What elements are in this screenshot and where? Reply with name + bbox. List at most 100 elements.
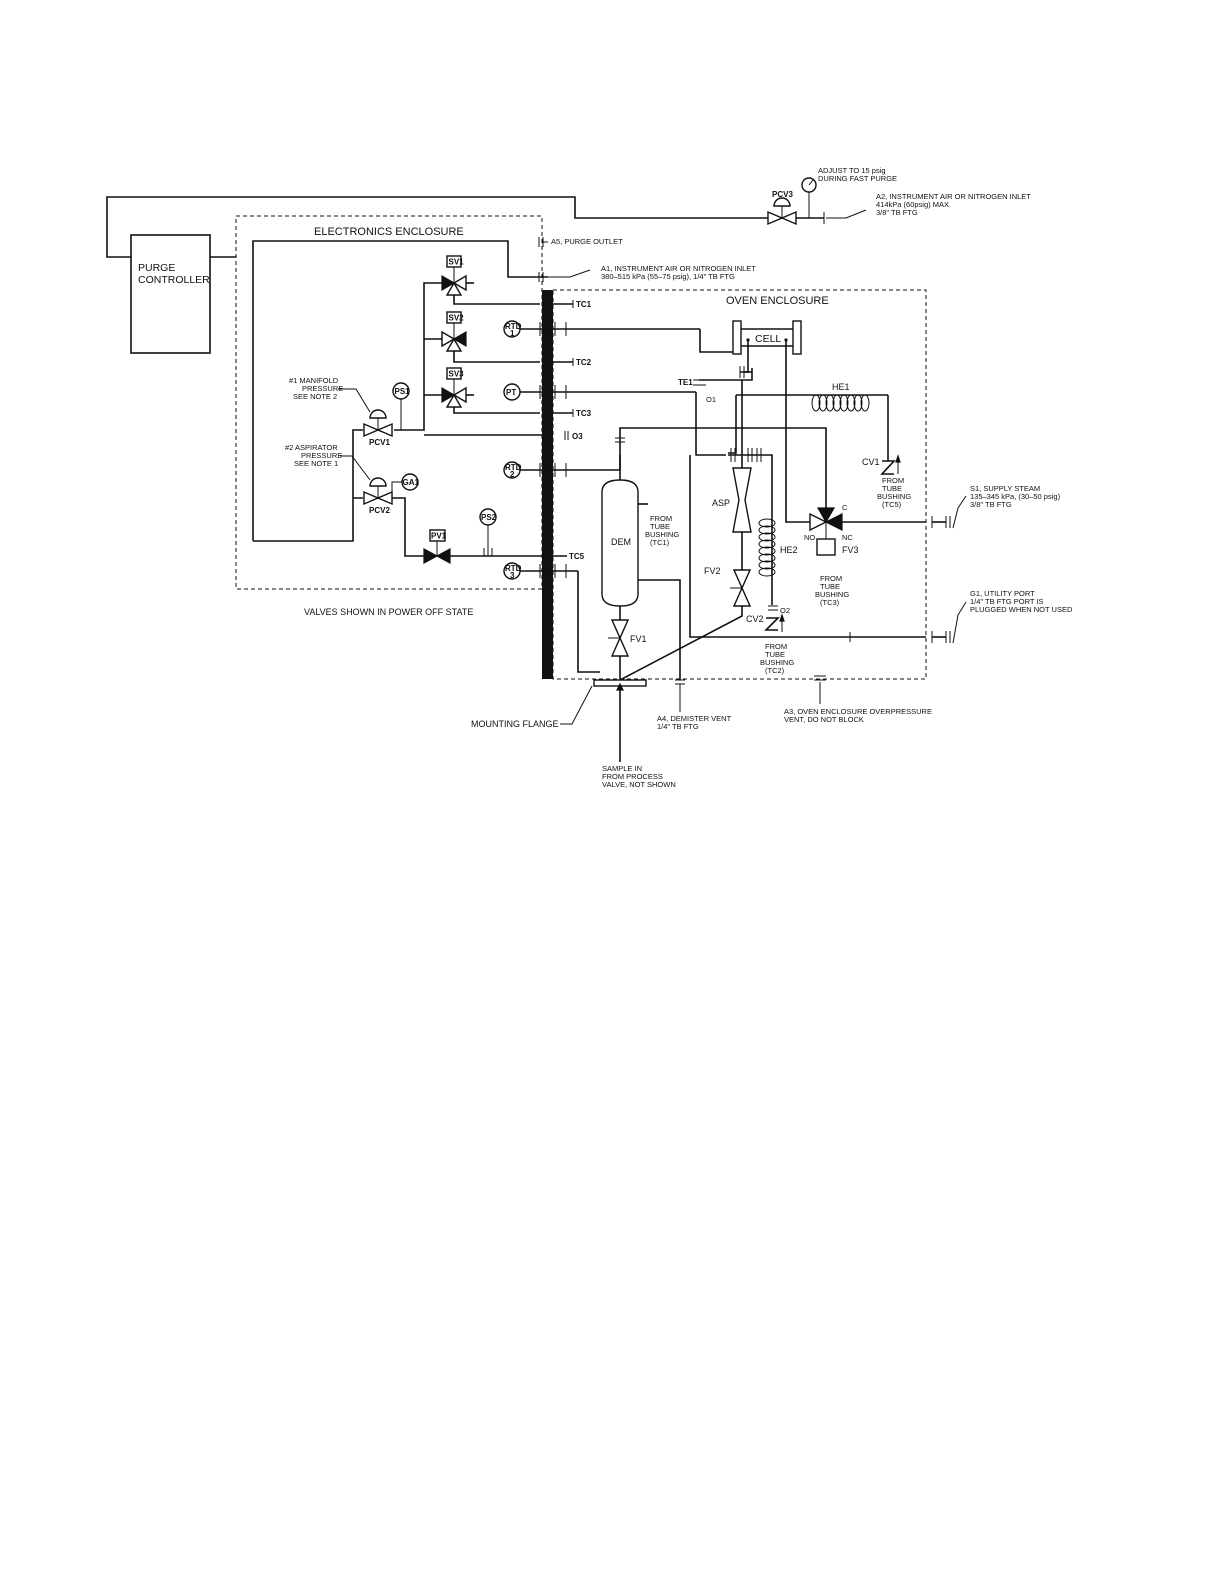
aspirator-note-2: PRESSURE [301,451,342,460]
pcv2-supply-line [253,497,363,542]
ga1-gauge: GA1 [391,473,420,498]
cv2-valve: O2 CV2 FROM TUBE BUSHING (TC2) [746,605,794,675]
flange-leader [560,685,593,725]
asp-outlet [764,454,773,605]
s1-label-1: S1, SUPPLY STEAM [970,484,1040,493]
fv3-nc: NC [842,533,853,542]
dem-from: FROM [650,514,672,523]
g1-label-1: G1, UTILITY PORT [970,589,1035,598]
purge-controller-label-1: PURGE [138,262,175,274]
a4-vent [675,679,685,712]
fv3-from: FROM [820,574,842,583]
g1-label-3: PLUGGED WHEN NOT USED [970,605,1073,614]
aspirator-note-1: #2 ASPIRATOR [285,443,338,452]
a5-label: A5, PURGE OUTLET [551,237,623,246]
rtd1-num: 1 [510,329,515,338]
manifold-note-2: PRESSURE [302,384,343,393]
fv2-valve: FV2 [619,566,752,681]
fv3-bushing: BUSHING [815,590,849,599]
fv3-valve: NO NC C FV3 FROM TUBE BUSHING (TC3) [804,503,859,607]
fv1-tag: FV1 [630,634,647,644]
dem-tube: TUBE [650,522,670,531]
electronics-enclosure-title: ELECTRONICS ENCLOSURE [314,226,464,238]
dem-tc1: (TC1) [650,538,670,547]
tc1-tag: TC1 [576,300,592,309]
g1-label-2: 1/4" TB FTG PORT IS [970,597,1044,606]
sv3-valve: SV3 [441,367,540,414]
a4-label-1: A4, DEMISTER VENT [657,714,732,723]
he2-coil: HE2 [758,518,798,577]
he1-tag: HE1 [832,382,850,392]
manifold-leader [338,388,371,413]
cv1-valve: CV1 FROM TUBE BUSHING (TC5) [862,454,911,509]
purge-controller-label-2: CONTROLLER [138,274,210,286]
purge-line [106,196,768,258]
he2-tag: HE2 [780,545,798,555]
s1-label-3: 3/8" TB FTG [970,500,1012,509]
fv3-top-loop [619,427,827,522]
he1-coil: HE1 [811,382,870,412]
sample-label-3: VALVE, NOT SHOWN [602,780,676,789]
sample-label-1: SAMPLE IN [602,764,642,773]
a1-fitting [538,272,544,282]
tc2-tag: TC2 [576,358,592,367]
fv3-tc3: (TC3) [820,598,840,607]
cell-tag: CELL [755,333,781,345]
oven-enclosure-title: OVEN ENCLOSURE [726,295,829,307]
a1-label-1: A1, INSTRUMENT AIR OR NITROGEN INLET [601,264,756,273]
ps1-switch: PS1 [392,382,410,430]
ga1-tag: GA1 [403,478,420,487]
mounting-flange [593,679,647,762]
cv2-tube: TUBE [765,650,785,659]
pi1-note-2: DURING FAST PURGE [818,174,897,183]
cv1-bushing: BUSHING [877,492,911,501]
rtd2-sensor: RTD 2 [503,461,620,479]
rtd3-tag: RTD [505,564,522,573]
pcv2-valve: PCV2 [363,477,393,515]
rtd3-line [577,571,600,673]
pcv1-valve: PCV1 [363,409,393,447]
o1-tag: O1 [706,395,716,404]
g1-line [689,455,850,638]
g1-fitting [931,601,967,644]
cv1-from: FROM [882,476,904,485]
bulkhead-wall [542,290,553,679]
purge-controller: PURGE CONTROLLER [130,234,211,354]
a1-leader [548,269,591,278]
a3-label-1: A3, OVEN ENCLOSURE OVERPRESSURE [784,707,932,716]
asp-upper [728,395,737,454]
a4-label-2: 1/4" TB FTG [657,722,699,731]
dem-bushing: BUSHING [645,530,679,539]
a1-label-2: 380–515 kPa (55–75 psig), 1/4" TB FTG [601,272,735,281]
pi1-note-1: ADJUST TO 15 psig [818,166,886,175]
a2-label-2: 414kPa (60psig) MAX [876,200,949,209]
aspirator-note-3: SEE NOTE 1 [294,459,338,468]
pcv3-valve: PCV3 [767,190,825,226]
fv3-c: C [842,503,848,512]
sv1-tag: SV1 [449,258,465,267]
cell: CELL [732,320,802,355]
pcv1-supply-line [352,429,363,498]
asp-aspirator: ASP [712,380,752,570]
rtd1-sensor: RTD 1 [503,320,700,338]
pv1-supply [392,497,424,557]
mounting-flange-label: MOUNTING FLANGE [471,719,559,729]
manifold-note-3: SEE NOTE 2 [293,392,337,401]
tc5-tag: TC5 [569,552,585,561]
fv3-tube: TUBE [820,582,840,591]
dem-demister: DEM FROM TUBE BUSHING (TC1) [601,479,679,607]
rtd3-sensor: RTD 3 [503,562,578,580]
sv2-valve: SV2 [441,311,540,363]
rtd2-tag: RTD [505,463,522,472]
a2-label-3: 3/8" TB FTG [876,208,918,217]
te1-tag: TE1 [678,378,693,387]
a3-vent [814,675,826,704]
te1-element: TE1 O1 [678,368,753,456]
pt-tag: PT [506,388,516,397]
pi1-gauge [801,177,817,218]
asp-tag: ASP [712,498,730,508]
pv1-tag: PV1 [431,532,447,541]
dem-tag: DEM [611,537,631,547]
a5-fitting [538,237,548,247]
cv2-bushing: BUSHING [760,658,794,667]
